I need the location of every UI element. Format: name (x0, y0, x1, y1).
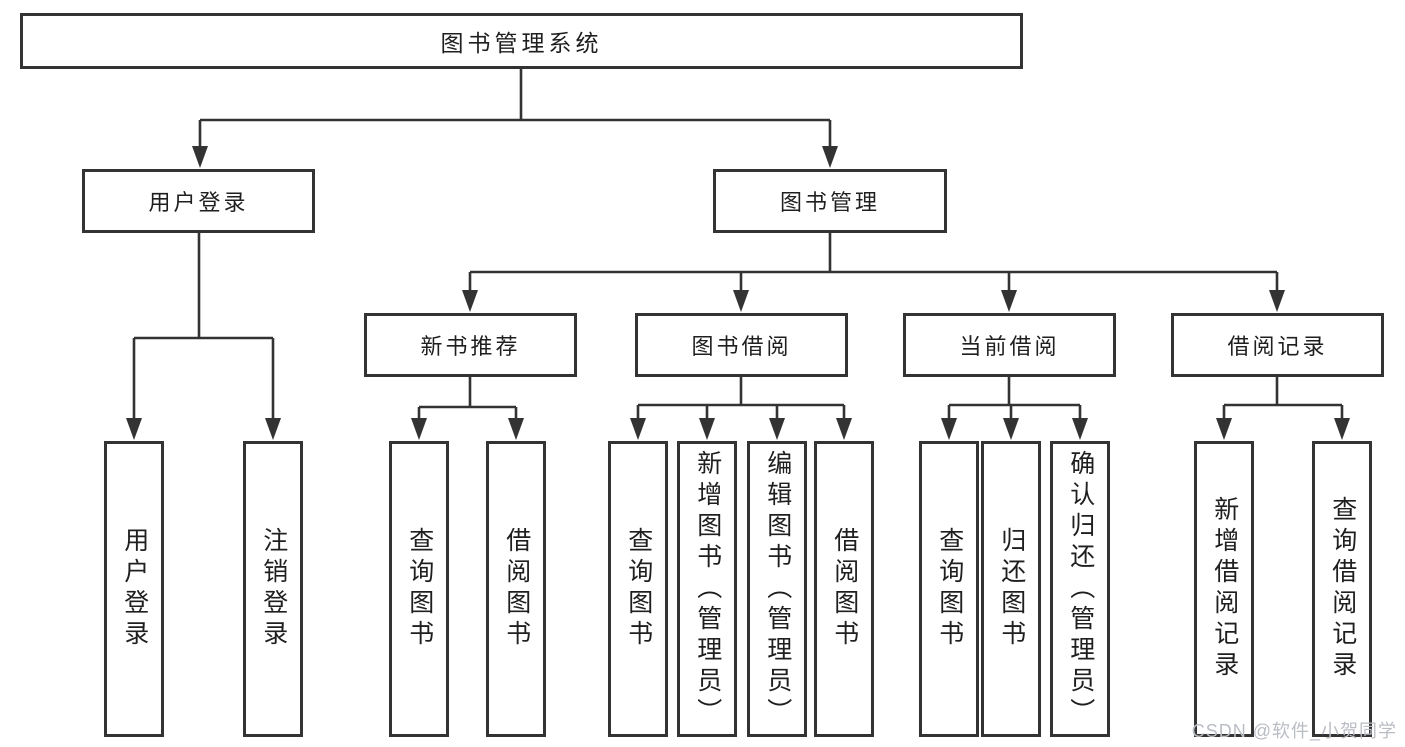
leaf-borrow-books-recommend: 借阅图书 (486, 441, 546, 737)
arrowheads-root (192, 146, 838, 168)
leaf-borrow-books-borrowing: 借阅图书 (814, 441, 874, 737)
node-system-root-label: 图书管理系统 (440, 30, 603, 56)
node-current-borrowing: 当前借阅 (903, 313, 1116, 377)
leaf-query-books-current-label: 查询图书 (935, 527, 964, 651)
node-book-management-label: 图书管理 (779, 190, 880, 215)
node-system-root: 图书管理系统 (20, 13, 1023, 69)
leaf-borrow-books-borrowing-label: 借阅图书 (830, 527, 859, 651)
arrowheads-borrow-records (1216, 418, 1350, 440)
leaf-query-books-recommend-label: 查询图书 (405, 527, 434, 651)
node-book-borrowing: 图书借阅 (635, 313, 848, 377)
node-new-book-recommend: 新书推荐 (364, 313, 577, 377)
connector-book-management (468, 233, 1279, 291)
connector-user-login (132, 233, 275, 419)
leaf-add-borrow-record-label: 新增借阅记录 (1210, 496, 1239, 682)
node-borrow-records-label: 借阅记录 (1227, 334, 1328, 359)
leaf-user-login: 用户登录 (104, 441, 164, 737)
node-current-borrowing-label: 当前借阅 (959, 334, 1060, 359)
connector-current-borrowing (947, 377, 1082, 419)
node-user-login: 用户登录 (82, 169, 315, 233)
connector-book-borrowing (636, 377, 846, 419)
leaf-edit-books-admin: 编辑图书（管理员） (747, 441, 807, 737)
csdn-watermark: CSDN @软件_小贺同学 (1191, 721, 1397, 741)
leaf-user-login-label: 用户登录 (120, 527, 149, 651)
leaf-edit-books-admin-label: 编辑图书（管理员） (763, 449, 792, 729)
leaf-borrow-books-recommend-label: 借阅图书 (502, 527, 531, 651)
leaf-query-books-recommend: 查询图书 (389, 441, 449, 737)
leaf-query-books-current: 查询图书 (919, 441, 979, 737)
leaf-return-books-label: 归还图书 (997, 527, 1026, 651)
leaf-query-books-borrowing: 查询图书 (608, 441, 668, 737)
leaf-logout: 注销登录 (243, 441, 303, 737)
arrowheads-user-login (126, 418, 281, 440)
node-borrow-records: 借阅记录 (1171, 313, 1384, 377)
leaf-add-borrow-record: 新增借阅记录 (1194, 441, 1254, 737)
connector-borrow-records (1222, 377, 1344, 419)
leaf-add-books-admin-label: 新增图书（管理员） (693, 449, 722, 729)
arrowheads-new-book (411, 418, 524, 440)
connector-new-book (417, 377, 518, 419)
leaf-add-books-admin: 新增图书（管理员） (677, 441, 737, 737)
leaf-return-books: 归还图书 (981, 441, 1041, 737)
leaf-query-borrow-record: 查询借阅记录 (1312, 441, 1372, 737)
arrowheads-book-management (462, 290, 1285, 312)
connector-root (198, 69, 832, 147)
node-book-borrowing-label: 图书借阅 (691, 334, 792, 359)
node-new-book-recommend-label: 新书推荐 (420, 334, 521, 359)
node-user-login-label: 用户登录 (148, 190, 249, 215)
leaf-query-books-borrowing-label: 查询图书 (624, 527, 653, 651)
leaf-query-borrow-record-label: 查询借阅记录 (1328, 496, 1357, 682)
leaf-confirm-return-admin: 确认归还（管理员） (1050, 441, 1110, 737)
leaf-logout-label: 注销登录 (259, 527, 288, 651)
arrowheads-book-borrowing (630, 418, 852, 440)
node-book-management: 图书管理 (713, 169, 947, 233)
arrowheads-current-borrowing (941, 418, 1088, 440)
leaf-confirm-return-admin-label: 确认归还（管理员） (1066, 449, 1095, 729)
